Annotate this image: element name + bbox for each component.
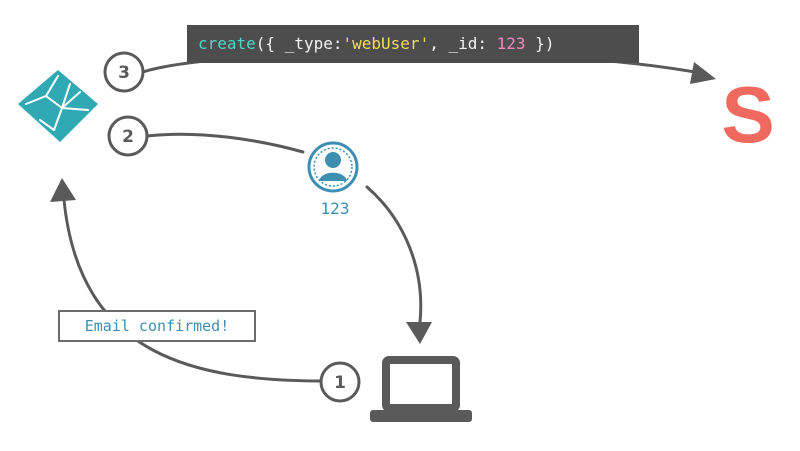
email-confirmed-note: Email confirmed! (58, 310, 256, 342)
code-close: }) (525, 34, 555, 53)
code-type-value: 'webUser' (342, 34, 430, 53)
step-2-marker: 2 (107, 115, 149, 157)
arrow-to-laptop (365, 185, 423, 324)
step-2-label: 2 (122, 127, 134, 147)
netlify-logo-icon (18, 70, 98, 142)
code-function: create (198, 34, 256, 53)
arrow-head-netlify (50, 178, 76, 202)
create-call-code: create({ _type:'webUser', _id: 123 }) (187, 25, 639, 63)
user-avatar-icon (307, 141, 359, 193)
arrow-step-1 (62, 198, 322, 383)
user-id-label: 123 (320, 199, 350, 218)
code-open: ({ _type: (255, 34, 343, 53)
step-1-marker: 1 (319, 361, 361, 403)
arrow-head-laptop (406, 322, 432, 344)
code-mid: , _id: (429, 34, 497, 53)
sanity-logo-icon: S (721, 70, 774, 159)
step-1-label: 1 (334, 373, 346, 393)
arrow-head-step-3 (690, 62, 716, 84)
laptop-icon (370, 356, 472, 422)
line-step-2 (145, 132, 305, 154)
code-id-value: 123 (496, 34, 526, 53)
step-3-label: 3 (118, 63, 130, 83)
step-3-marker: 3 (103, 51, 145, 93)
